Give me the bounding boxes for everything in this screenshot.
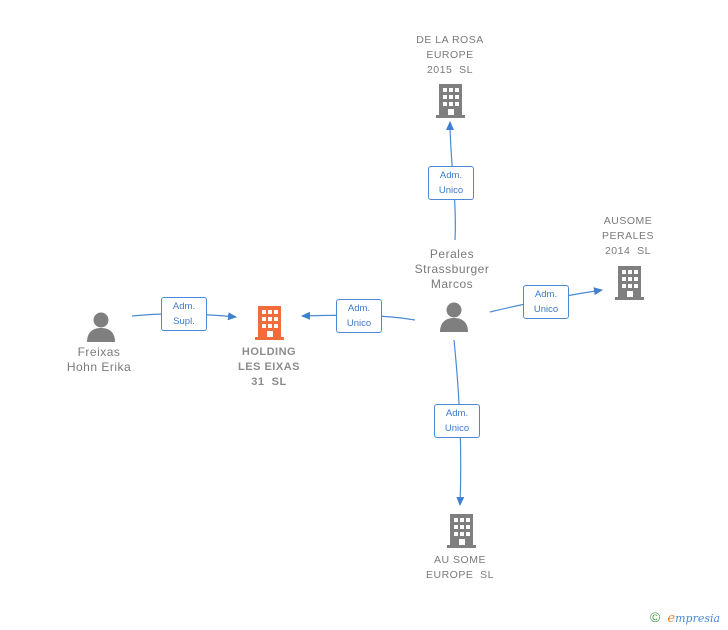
node-label-freixas: Freixas Hohn Erika <box>49 345 149 375</box>
brand-initial: e <box>667 611 676 626</box>
node-label-line: AU SOME <box>434 554 486 566</box>
node-label-line: Hohn Erika <box>66 360 132 374</box>
brand-logo: empresia <box>667 611 721 626</box>
node-label-au-some: AU SOME EUROPE SL <box>410 553 510 583</box>
edge-label-perales-de-la-rosa[interactable]: Adm. Unico <box>428 166 474 200</box>
edge-label-line: Adm. <box>347 303 371 314</box>
node-label-line: LES EIXAS <box>238 361 300 373</box>
building-icon-de-la-rosa[interactable] <box>436 84 465 118</box>
node-label-line: Freixas <box>77 345 121 359</box>
node-label-perales: Perales Strassburger Marcos <box>397 247 507 292</box>
node-label-line: 2015 SL <box>426 64 474 76</box>
node-label-line: DE LA ROSA <box>416 34 484 46</box>
node-label-line: Marcos <box>430 277 474 291</box>
person-icon-perales[interactable] <box>440 302 468 333</box>
edge-label-line: Unico <box>346 318 372 329</box>
node-label-line: Perales <box>429 247 475 261</box>
node-label-line: EUROPE <box>426 49 474 61</box>
node-label-line: 31 SL <box>251 376 287 388</box>
node-label-holding: HOLDING LES EIXAS 31 SL <box>219 345 319 390</box>
node-label-de-la-rosa: DE LA ROSA EUROPE 2015 SL <box>395 33 505 78</box>
building-icon-ausome-perales[interactable] <box>615 266 644 300</box>
edge-label-line: Unico <box>438 185 464 196</box>
edge-label-perales-holding[interactable]: Adm. Unico <box>336 299 382 333</box>
building-icon-au-some[interactable] <box>447 514 476 548</box>
node-label-line: HOLDING <box>241 346 297 358</box>
building-icon-holding[interactable] <box>255 306 284 340</box>
node-label-line: 2014 SL <box>604 245 652 257</box>
node-label-line: PERALES <box>602 230 654 242</box>
edge-label-line: Unico <box>533 304 559 315</box>
edge-label-perales-ausome[interactable]: Adm. Unico <box>523 285 569 319</box>
edge-label-line: Adm. <box>439 170 463 181</box>
copyright-icon: © <box>650 609 661 625</box>
edge-label-line: Adm. <box>534 289 558 300</box>
node-label-line: Strassburger <box>414 262 490 276</box>
person-icon-freixas[interactable] <box>87 312 115 343</box>
edge-label-freixas-holding[interactable]: Adm. Supl. <box>161 297 207 331</box>
node-label-line: AUSOME <box>603 215 653 227</box>
node-label-line: EUROPE SL <box>425 569 495 581</box>
edge-label-line: Adm. <box>172 301 196 312</box>
edge-label-line: Unico <box>444 423 470 434</box>
edge-label-line: Adm. <box>445 408 469 419</box>
node-label-ausome-perales: AUSOME PERALES 2014 SL <box>578 214 678 259</box>
edge-label-perales-au-some[interactable]: Adm. Unico <box>434 404 480 438</box>
brand-name: mpresia <box>675 612 721 625</box>
edge-label-line: Supl. <box>173 316 195 327</box>
brand-footer[interactable]: © empresia <box>650 609 720 626</box>
